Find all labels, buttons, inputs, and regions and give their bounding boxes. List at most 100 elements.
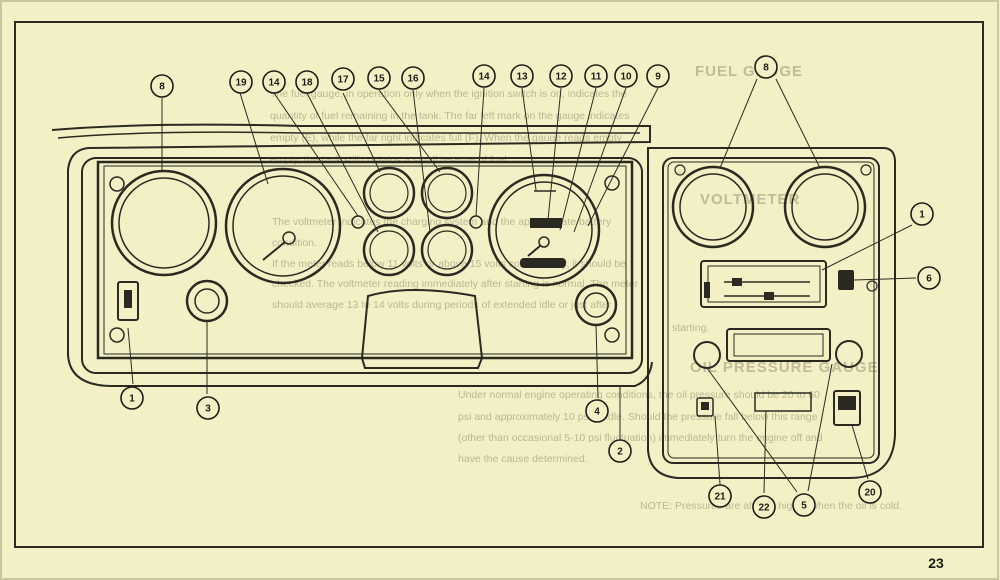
- right-panel-face-inner: [667, 161, 875, 459]
- callout-6: 6: [917, 266, 941, 290]
- callout-label: 5: [801, 501, 807, 512]
- small-gauge-lower-left: [362, 223, 416, 277]
- control-knob-left: [185, 279, 229, 323]
- callout-circle: [295, 70, 319, 94]
- bleed-oil-line: psi and approximately 10 psi at idle. Sh…: [458, 411, 818, 423]
- control-knob-left-inner: [194, 288, 220, 314]
- speedometer-gauge: [224, 167, 342, 285]
- callout-circle: [401, 66, 425, 90]
- bleed-volt-line: checked. The voltmeter reading immediate…: [272, 278, 639, 290]
- callout-circle: [331, 67, 355, 91]
- bleed-oil-line: Under normal engine operating conditions…: [458, 389, 820, 401]
- dash-outline-inner: [57, 131, 640, 139]
- bleed-volt-line: The voltmeter indicates the charging sys…: [272, 216, 612, 228]
- callout-14: 14: [472, 64, 496, 88]
- callout-8: 8: [150, 74, 174, 98]
- mounting-screw: [109, 176, 125, 192]
- callout-label: 13: [516, 72, 528, 83]
- callout-label: 18: [301, 78, 313, 89]
- gauge-right-a: [671, 165, 755, 249]
- callout-circle: [262, 70, 286, 94]
- callout-22: 22: [752, 495, 776, 519]
- callout-1: 1: [120, 386, 144, 410]
- callout-15: 15: [367, 66, 391, 90]
- right-panel-face: [662, 157, 880, 464]
- callout-label: 21: [714, 492, 726, 503]
- headlight-switch: [117, 281, 139, 321]
- mounting-screw: [109, 327, 125, 343]
- callout-circle: [549, 64, 573, 88]
- callout-19: 19: [229, 70, 253, 94]
- radio: [726, 328, 831, 362]
- speedometer-hub: [282, 231, 296, 245]
- radio-dial: [733, 333, 824, 357]
- callout-label: 12: [555, 72, 567, 83]
- callout-label: 2: [617, 447, 623, 458]
- callout-label: 3: [205, 404, 211, 415]
- gauge-right-b: [783, 165, 867, 249]
- wiper-switch-knob: [701, 402, 709, 410]
- tachometer-hub: [538, 236, 550, 248]
- callout-20: 20: [858, 480, 882, 504]
- bleed-volt-line: should average 13 to 14 volts during per…: [272, 299, 612, 311]
- small-gauge-upper-right: [420, 166, 474, 220]
- mounting-screw: [866, 280, 878, 292]
- mounting-screw: [674, 164, 686, 176]
- bleed-fuel-heading: FUEL GAUGE: [695, 63, 803, 80]
- bleed-fuel-line: quantity of fuel remaining in the tank. …: [270, 110, 629, 122]
- cluster-face: [96, 160, 634, 360]
- callout-label: 8: [159, 82, 165, 93]
- rocker-switch: [833, 390, 861, 426]
- small-gauge-lower-left-inner: [369, 230, 409, 270]
- callout-circle: [472, 64, 496, 88]
- bleed-volt-heading: VOLTMETER: [700, 191, 800, 208]
- radio-knob-right: [835, 340, 863, 368]
- small-gauge-lower-right: [420, 223, 474, 277]
- page-number: 23: [928, 555, 944, 571]
- callout-circle: [510, 64, 534, 88]
- mounting-screw: [604, 327, 620, 343]
- bleed-fuel-line: empty, the tank still contains a small r…: [270, 154, 510, 166]
- callout-label: 15: [373, 74, 385, 85]
- tachometer-needle: [527, 245, 541, 257]
- right-panel: [647, 147, 896, 479]
- gauge-right-b-inner: [791, 173, 859, 241]
- callout-circle: [367, 66, 391, 90]
- gauge-right-a-inner: [679, 173, 747, 241]
- heater-slider-knob: [732, 278, 742, 286]
- callout-16: 16: [401, 66, 425, 90]
- callout-label: 17: [337, 75, 349, 86]
- callout-circle: [585, 399, 609, 423]
- figure-frame: [14, 21, 984, 548]
- bleed-oil-line: (other than occasional 5-10 psi fluctuat…: [458, 432, 823, 444]
- callout-label: 11: [591, 72, 602, 83]
- right-panel-outline: [647, 147, 896, 479]
- callout-9: 9: [646, 64, 670, 88]
- callout-18: 18: [295, 70, 319, 94]
- tachometer-gauge: [487, 173, 601, 287]
- gauge-left-large: [110, 169, 218, 277]
- callout-11: 11: [584, 64, 608, 88]
- callout-circle: [150, 74, 174, 98]
- callout-label: 14: [478, 72, 490, 83]
- callout-circle: [229, 70, 253, 94]
- callout-13: 13: [510, 64, 534, 88]
- callout-label: 9: [655, 72, 661, 83]
- callout-8: 8: [754, 55, 778, 79]
- callout-circle: [646, 64, 670, 88]
- bleed-fuel-line: The fuel gauge, in operation only when t…: [270, 88, 627, 100]
- callout-circle: [584, 64, 608, 88]
- callout-label: 1: [919, 210, 925, 221]
- callout-14: 14: [262, 70, 286, 94]
- bleed-volt-line: starting.: [672, 322, 709, 334]
- callout-1: 1: [910, 202, 934, 226]
- callout-label: 14: [268, 78, 280, 89]
- radio-lower-panel: [754, 392, 812, 412]
- callout-label: 20: [864, 488, 876, 499]
- heater-slider-knob: [764, 292, 774, 300]
- callout-circle: [917, 266, 941, 290]
- rocker-switch-knob: [838, 396, 856, 410]
